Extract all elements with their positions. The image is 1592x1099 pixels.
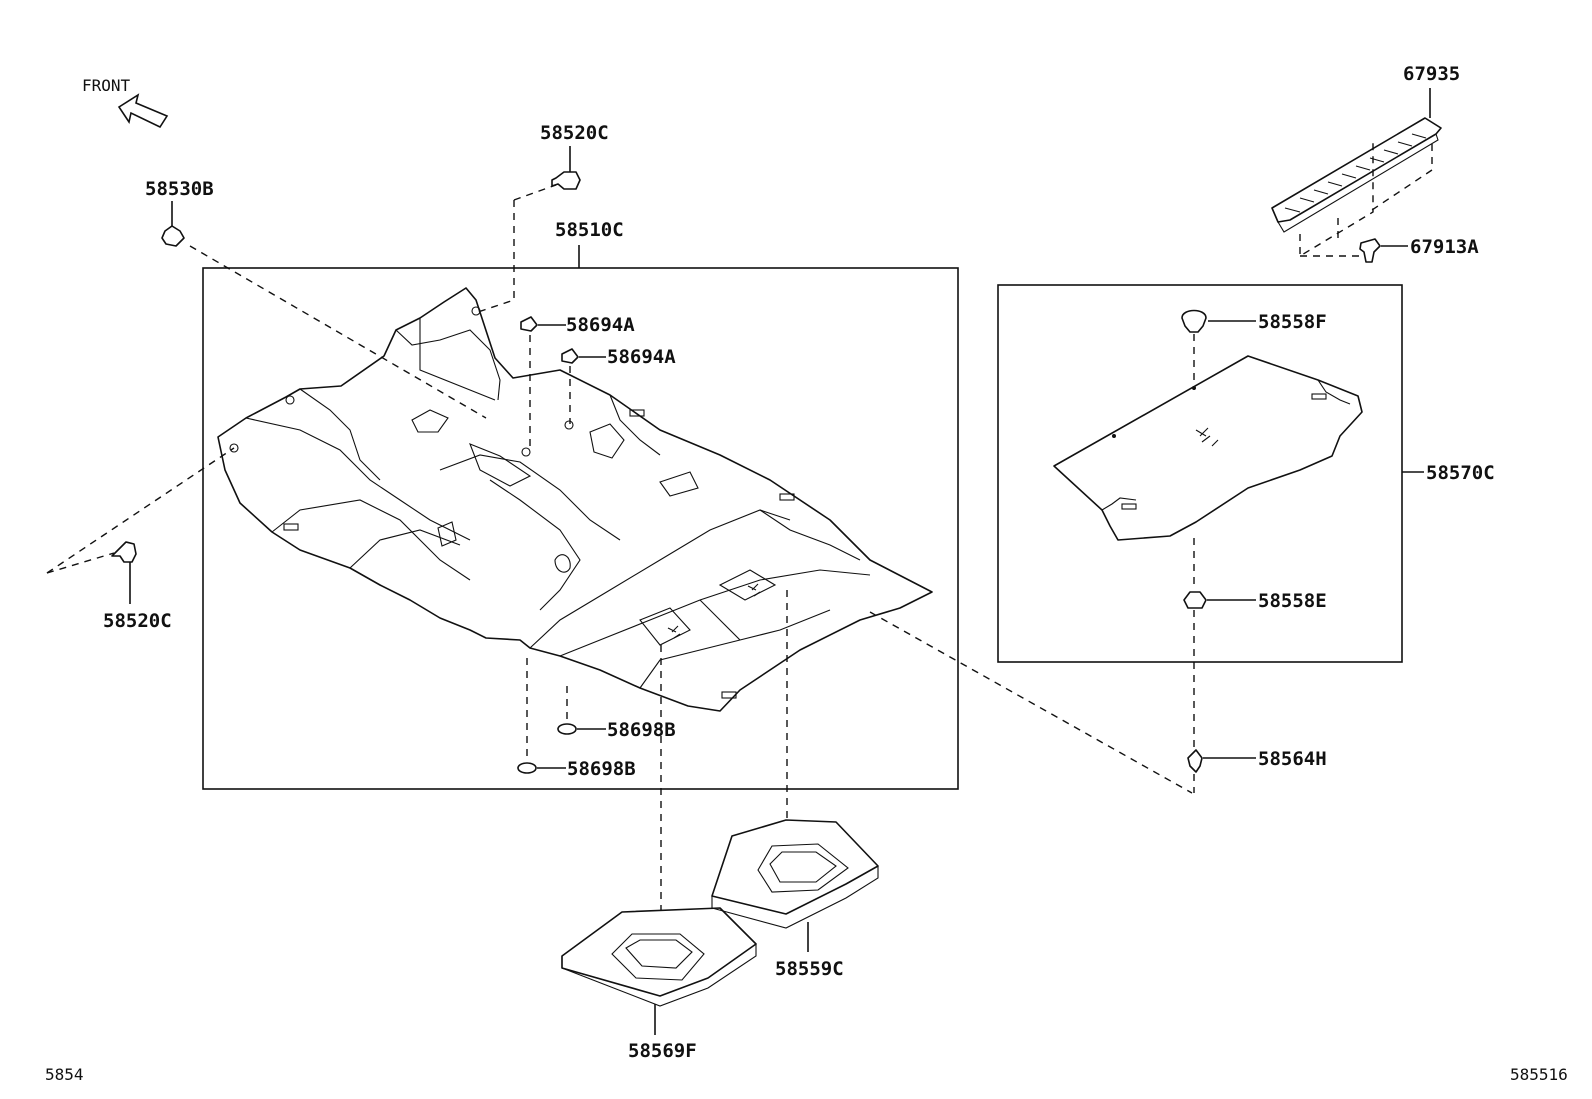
clip-icon	[1183, 591, 1207, 609]
label-58694a-2: 58694A	[607, 346, 676, 368]
label-58530b: 58530B	[145, 178, 214, 200]
dashed-connectors-carpet	[46, 184, 1193, 932]
label-58698b-1: 58698B	[607, 719, 676, 741]
tray-58569f: 58569F	[561, 907, 757, 1062]
label-58520c-left: 58520C	[103, 610, 172, 632]
label-58558e: 58558E	[1258, 590, 1327, 612]
label-58559c: 58559C	[775, 958, 844, 980]
floor-carpet	[217, 287, 933, 712]
washer-icon	[557, 723, 577, 735]
label-58570c: 58570C	[1426, 462, 1495, 484]
screw-67913a: 67913A	[1359, 236, 1479, 263]
carpet-assembly-box: 58510C	[202, 219, 959, 790]
luggage-mat-box: 58570C	[997, 284, 1495, 663]
label-67913a: 67913A	[1410, 236, 1479, 258]
label-58694a-1: 58694A	[566, 314, 635, 336]
washer-icon	[517, 762, 537, 774]
luggage-mat-frame	[997, 284, 1403, 663]
label-58510c: 58510C	[555, 219, 624, 241]
push-clip-icon	[111, 541, 137, 563]
footer-left-code: 5854	[45, 1065, 84, 1084]
clip-58694a-2: 58694A	[561, 346, 676, 368]
clip-58694a-1: 58694A	[520, 314, 635, 336]
fastener-58564h: 58564H	[1187, 748, 1327, 773]
clip-icon	[520, 316, 538, 332]
clip-58558e: 58558E	[1183, 590, 1327, 612]
clip-58558f: 58558F	[1181, 309, 1327, 333]
clip-icon	[161, 225, 185, 247]
push-clip-icon	[551, 171, 581, 190]
front-label: FRONT	[82, 76, 131, 95]
front-indicator: FRONT	[82, 76, 169, 129]
label-58569f: 58569F	[628, 1040, 697, 1062]
clip-58520c-left: 58520C	[103, 541, 172, 632]
label-67935: 67935	[1403, 63, 1460, 85]
label-58558f: 58558F	[1258, 311, 1327, 333]
front-arrow-icon	[117, 93, 169, 129]
label-58520c-top: 58520C	[540, 122, 609, 144]
tray-58559c: 58559C	[711, 819, 879, 980]
clip-58520c-top: 58520C	[540, 122, 609, 190]
label-58564h: 58564H	[1258, 748, 1327, 770]
carpet-assembly-frame	[202, 267, 959, 790]
footer-right-code: 585516	[1510, 1065, 1568, 1084]
scuff-plate-67935: 67935	[1271, 63, 1460, 258]
clip-icon	[561, 348, 579, 364]
fastener-icon	[1187, 749, 1203, 773]
screw-icon	[1359, 238, 1381, 263]
clip-58530b: 58530B	[145, 178, 214, 247]
label-58698b-2: 58698B	[567, 758, 636, 780]
washer-58698b-1: 58698B	[557, 719, 676, 741]
washer-58698b-2: 58698B	[517, 758, 636, 780]
clip-icon	[1181, 309, 1207, 333]
